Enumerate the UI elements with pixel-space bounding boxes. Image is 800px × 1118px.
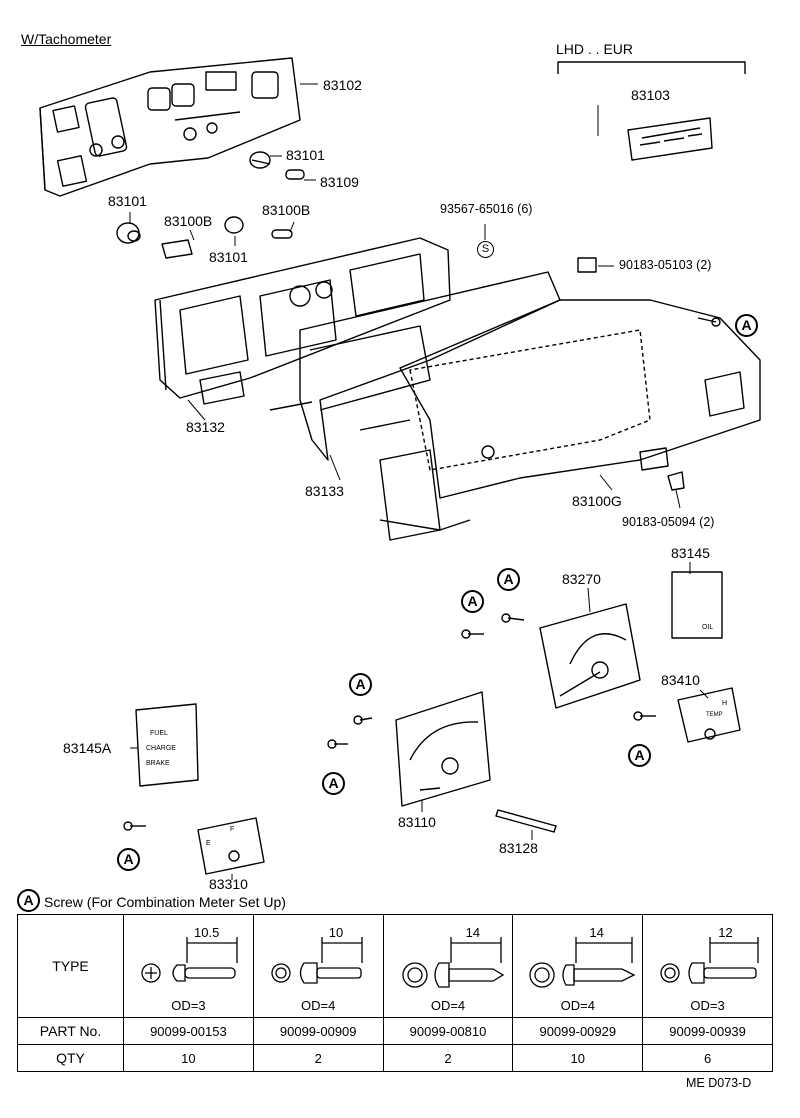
gauge-text-charge: CHARGE: [146, 745, 176, 752]
qty-cell: 6: [642, 1044, 773, 1072]
a-marker: A: [117, 848, 140, 871]
part-no-cell: 90099-00909: [252, 1017, 384, 1045]
small-screws: [123, 317, 721, 831]
row-label-part: PART No.: [17, 1017, 124, 1045]
printed-circuit-plate: [39, 57, 301, 197]
screw-icon: [271, 937, 363, 984]
part-label-83145a: 83145A: [63, 740, 112, 756]
rear-housing: [154, 237, 451, 405]
part-label-83100b: 83100B: [164, 213, 213, 229]
screw-icon: [141, 937, 238, 983]
a-marker: A: [322, 772, 345, 795]
trip-knob-shaft: [495, 809, 557, 833]
length-dimension: 10.5: [194, 925, 220, 940]
leader-lines: [129, 83, 709, 880]
screw-type-cell: 12 OD=3: [642, 914, 773, 1018]
screw-table-caption: Screw (For Combination Meter Set Up): [44, 894, 286, 910]
temperature-gauge: [677, 687, 741, 743]
part-label-93567-65016: 93567-65016 (6): [440, 202, 533, 216]
connector-plate: [627, 117, 713, 161]
a-marker: A: [735, 314, 758, 337]
qty-cell: 10: [512, 1044, 644, 1072]
a-marker: A: [628, 744, 651, 767]
fuel-gauge: [197, 817, 265, 875]
part-label-83270: 83270: [562, 571, 601, 587]
tachometer: [539, 603, 641, 709]
part-label-83410: 83410: [661, 672, 700, 688]
od-value: OD=4: [301, 998, 336, 1013]
qty-cell: 10: [123, 1044, 254, 1072]
qty-cell: 2: [382, 1044, 514, 1072]
part-no-cell: 90099-00810: [382, 1017, 514, 1045]
length-dimension: 14: [589, 925, 604, 940]
part-label-90183-05103: 90183-05103 (2): [619, 258, 712, 272]
od-value: OD=3: [171, 998, 206, 1013]
meter-case: [379, 299, 761, 541]
screw-type-cell: 10 OD=4: [252, 914, 384, 1018]
part-no-cell: 90099-00153: [123, 1017, 254, 1045]
speedometer: [395, 691, 491, 807]
row-label-type: TYPE: [17, 914, 124, 1018]
part-label-83133: 83133: [305, 483, 344, 499]
gauge-text-oil: OIL: [702, 624, 714, 631]
od-value: OD=4: [430, 998, 466, 1013]
warning-plate-fuel: [135, 703, 199, 787]
a-marker: A: [461, 590, 484, 613]
part-label-83101: 83101: [209, 249, 248, 265]
part-label-83100b: 83100B: [262, 202, 311, 218]
od-value: OD=3: [690, 998, 725, 1013]
gauge-text-temp: TEMP: [706, 712, 723, 718]
part-label-83101: 83101: [108, 193, 147, 209]
screw-table: TYPE 10.5 OD=3 10 OD=4 14: [17, 914, 773, 1072]
a-marker: A: [17, 889, 40, 912]
gauge-text-brake: BRAKE: [146, 760, 170, 767]
part-label-83102: 83102: [323, 77, 362, 93]
length-dimension: 14: [465, 925, 481, 940]
row-label-qty: QTY: [17, 1044, 124, 1072]
screw-icon: [660, 937, 759, 984]
a-marker: A: [349, 673, 372, 696]
a-marker: A: [497, 568, 520, 591]
part-label-83101: 83101: [286, 147, 325, 163]
part-label-83110: 83110: [398, 814, 436, 830]
length-dimension: 12: [718, 925, 733, 940]
part-no-cell: 90099-00939: [642, 1017, 773, 1045]
document-code: ME D073-D: [686, 1076, 752, 1090]
variant-label: W/Tachometer: [21, 31, 112, 47]
length-dimension: 10: [328, 925, 344, 940]
gauge-text-fuel: FUEL: [150, 730, 168, 737]
clip-upper: [577, 257, 597, 273]
part-label-83109: 83109: [320, 174, 359, 190]
clip-lower: [667, 471, 685, 491]
gauge-text-h: H: [722, 700, 728, 707]
part-label-83132: 83132: [186, 419, 225, 435]
part-label-83310: 83310: [209, 876, 248, 892]
od-value: OD=4: [560, 998, 595, 1013]
qty-cell: 2: [252, 1044, 384, 1072]
region-label: LHD . . EUR: [556, 41, 634, 57]
part-label-83128: 83128: [499, 840, 538, 856]
gauge-text-f: F: [230, 826, 235, 833]
screw-type-cell: 10.5 OD=3: [123, 914, 254, 1018]
part-label-90183-05094: 90183-05094 (2): [622, 515, 715, 529]
part-label-83103: 83103: [631, 87, 670, 103]
part-no-cell: 90099-00929: [512, 1017, 644, 1045]
screw-type-cell: 14 OD=4: [512, 914, 644, 1018]
part-label-83145: 83145: [671, 545, 710, 561]
part-label-83100g: 83100G: [572, 493, 622, 509]
screw-icon: [529, 937, 636, 988]
gauge-text-e: E: [206, 840, 211, 847]
warning-plate-oil: [671, 571, 723, 639]
screw-type-cell: 14 OD=4: [382, 914, 514, 1018]
bulb-sockets: [116, 151, 305, 259]
meter-hood: [269, 271, 561, 461]
screw-icon: [401, 937, 504, 988]
s-marker: S: [477, 241, 494, 258]
